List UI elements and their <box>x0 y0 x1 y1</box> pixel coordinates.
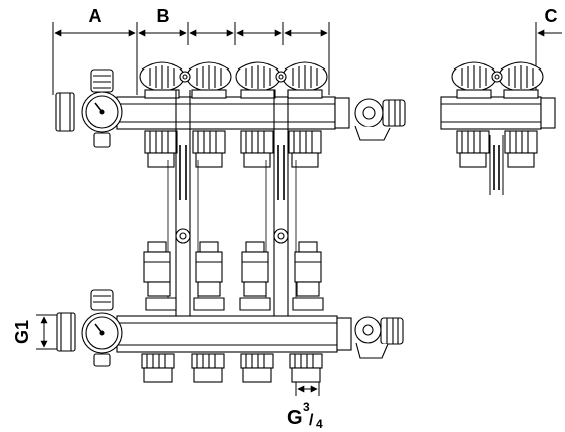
label-a: A <box>89 6 102 26</box>
top-end-valve <box>334 97 406 141</box>
top-valve-3 <box>235 61 281 99</box>
side-view-manifold <box>440 61 556 195</box>
label-g34: G 3 / 4 <box>287 400 323 431</box>
svg-text:G: G <box>287 407 303 429</box>
bottom-thermometer <box>81 289 123 367</box>
top-valve-4 <box>282 61 328 99</box>
top-flow-valves <box>139 61 328 99</box>
top-valve-1 <box>139 61 185 99</box>
top-thermometer <box>81 69 123 148</box>
label-b: B <box>157 6 170 26</box>
bottom-outlets <box>141 353 323 383</box>
top-manifold <box>55 69 406 148</box>
svg-text:4: 4 <box>316 417 323 431</box>
bottom-actuators <box>143 241 324 311</box>
label-c: C <box>545 6 558 26</box>
top-outlets <box>144 130 322 168</box>
bottom-manifold <box>56 289 404 367</box>
side-valve-1 <box>451 61 497 99</box>
top-valve-2 <box>186 61 232 99</box>
bottom-end-valve <box>336 316 404 359</box>
label-g1: G1 <box>12 320 32 344</box>
svg-text:/: / <box>309 412 314 429</box>
side-valve-2 <box>498 61 544 99</box>
svg-text:3: 3 <box>303 400 310 414</box>
